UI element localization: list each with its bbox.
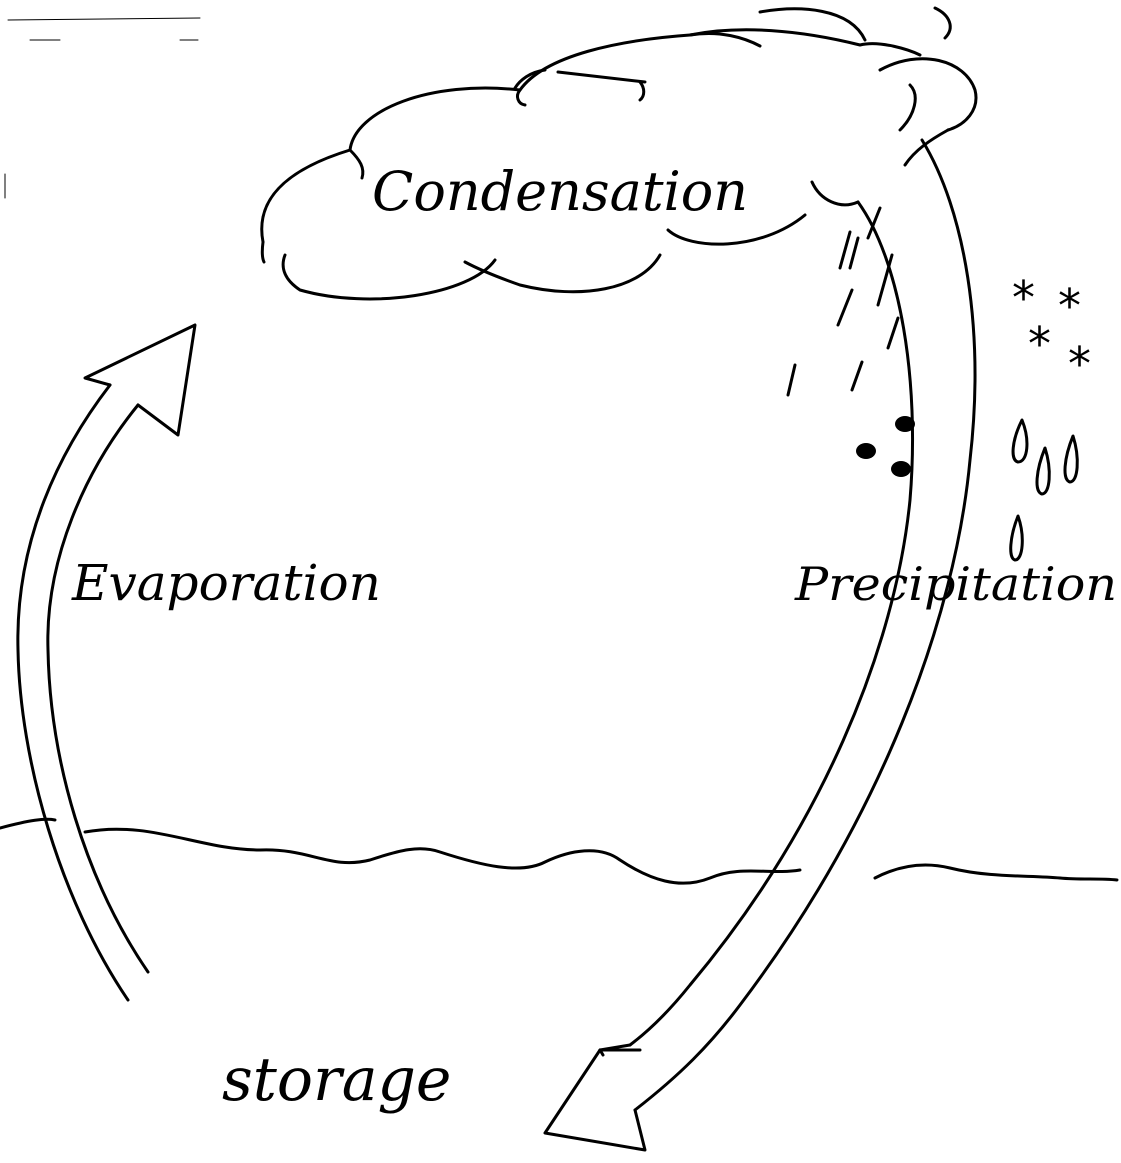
svg-text:*: * <box>1068 337 1091 391</box>
hail-icon <box>856 416 915 477</box>
svg-text:*: * <box>1028 317 1051 371</box>
rain-icon <box>786 206 900 397</box>
precipitation-label: Precipitation <box>794 557 1117 611</box>
svg-text:*: * <box>1058 279 1081 333</box>
precipitation-arrow <box>543 138 977 1152</box>
condensation-label: Condensation <box>372 160 748 223</box>
snow-icon: * * * * <box>1012 271 1091 391</box>
svg-text:*: * <box>1012 271 1035 325</box>
cloud-icon <box>260 6 978 301</box>
storage-label: storage <box>222 1045 451 1115</box>
water-surface <box>0 817 1119 885</box>
scan-specks <box>4 17 201 199</box>
evaporation-arrow <box>16 323 197 1002</box>
raindrop-icon <box>1009 418 1079 562</box>
evaporation-label: Evaporation <box>71 554 381 612</box>
